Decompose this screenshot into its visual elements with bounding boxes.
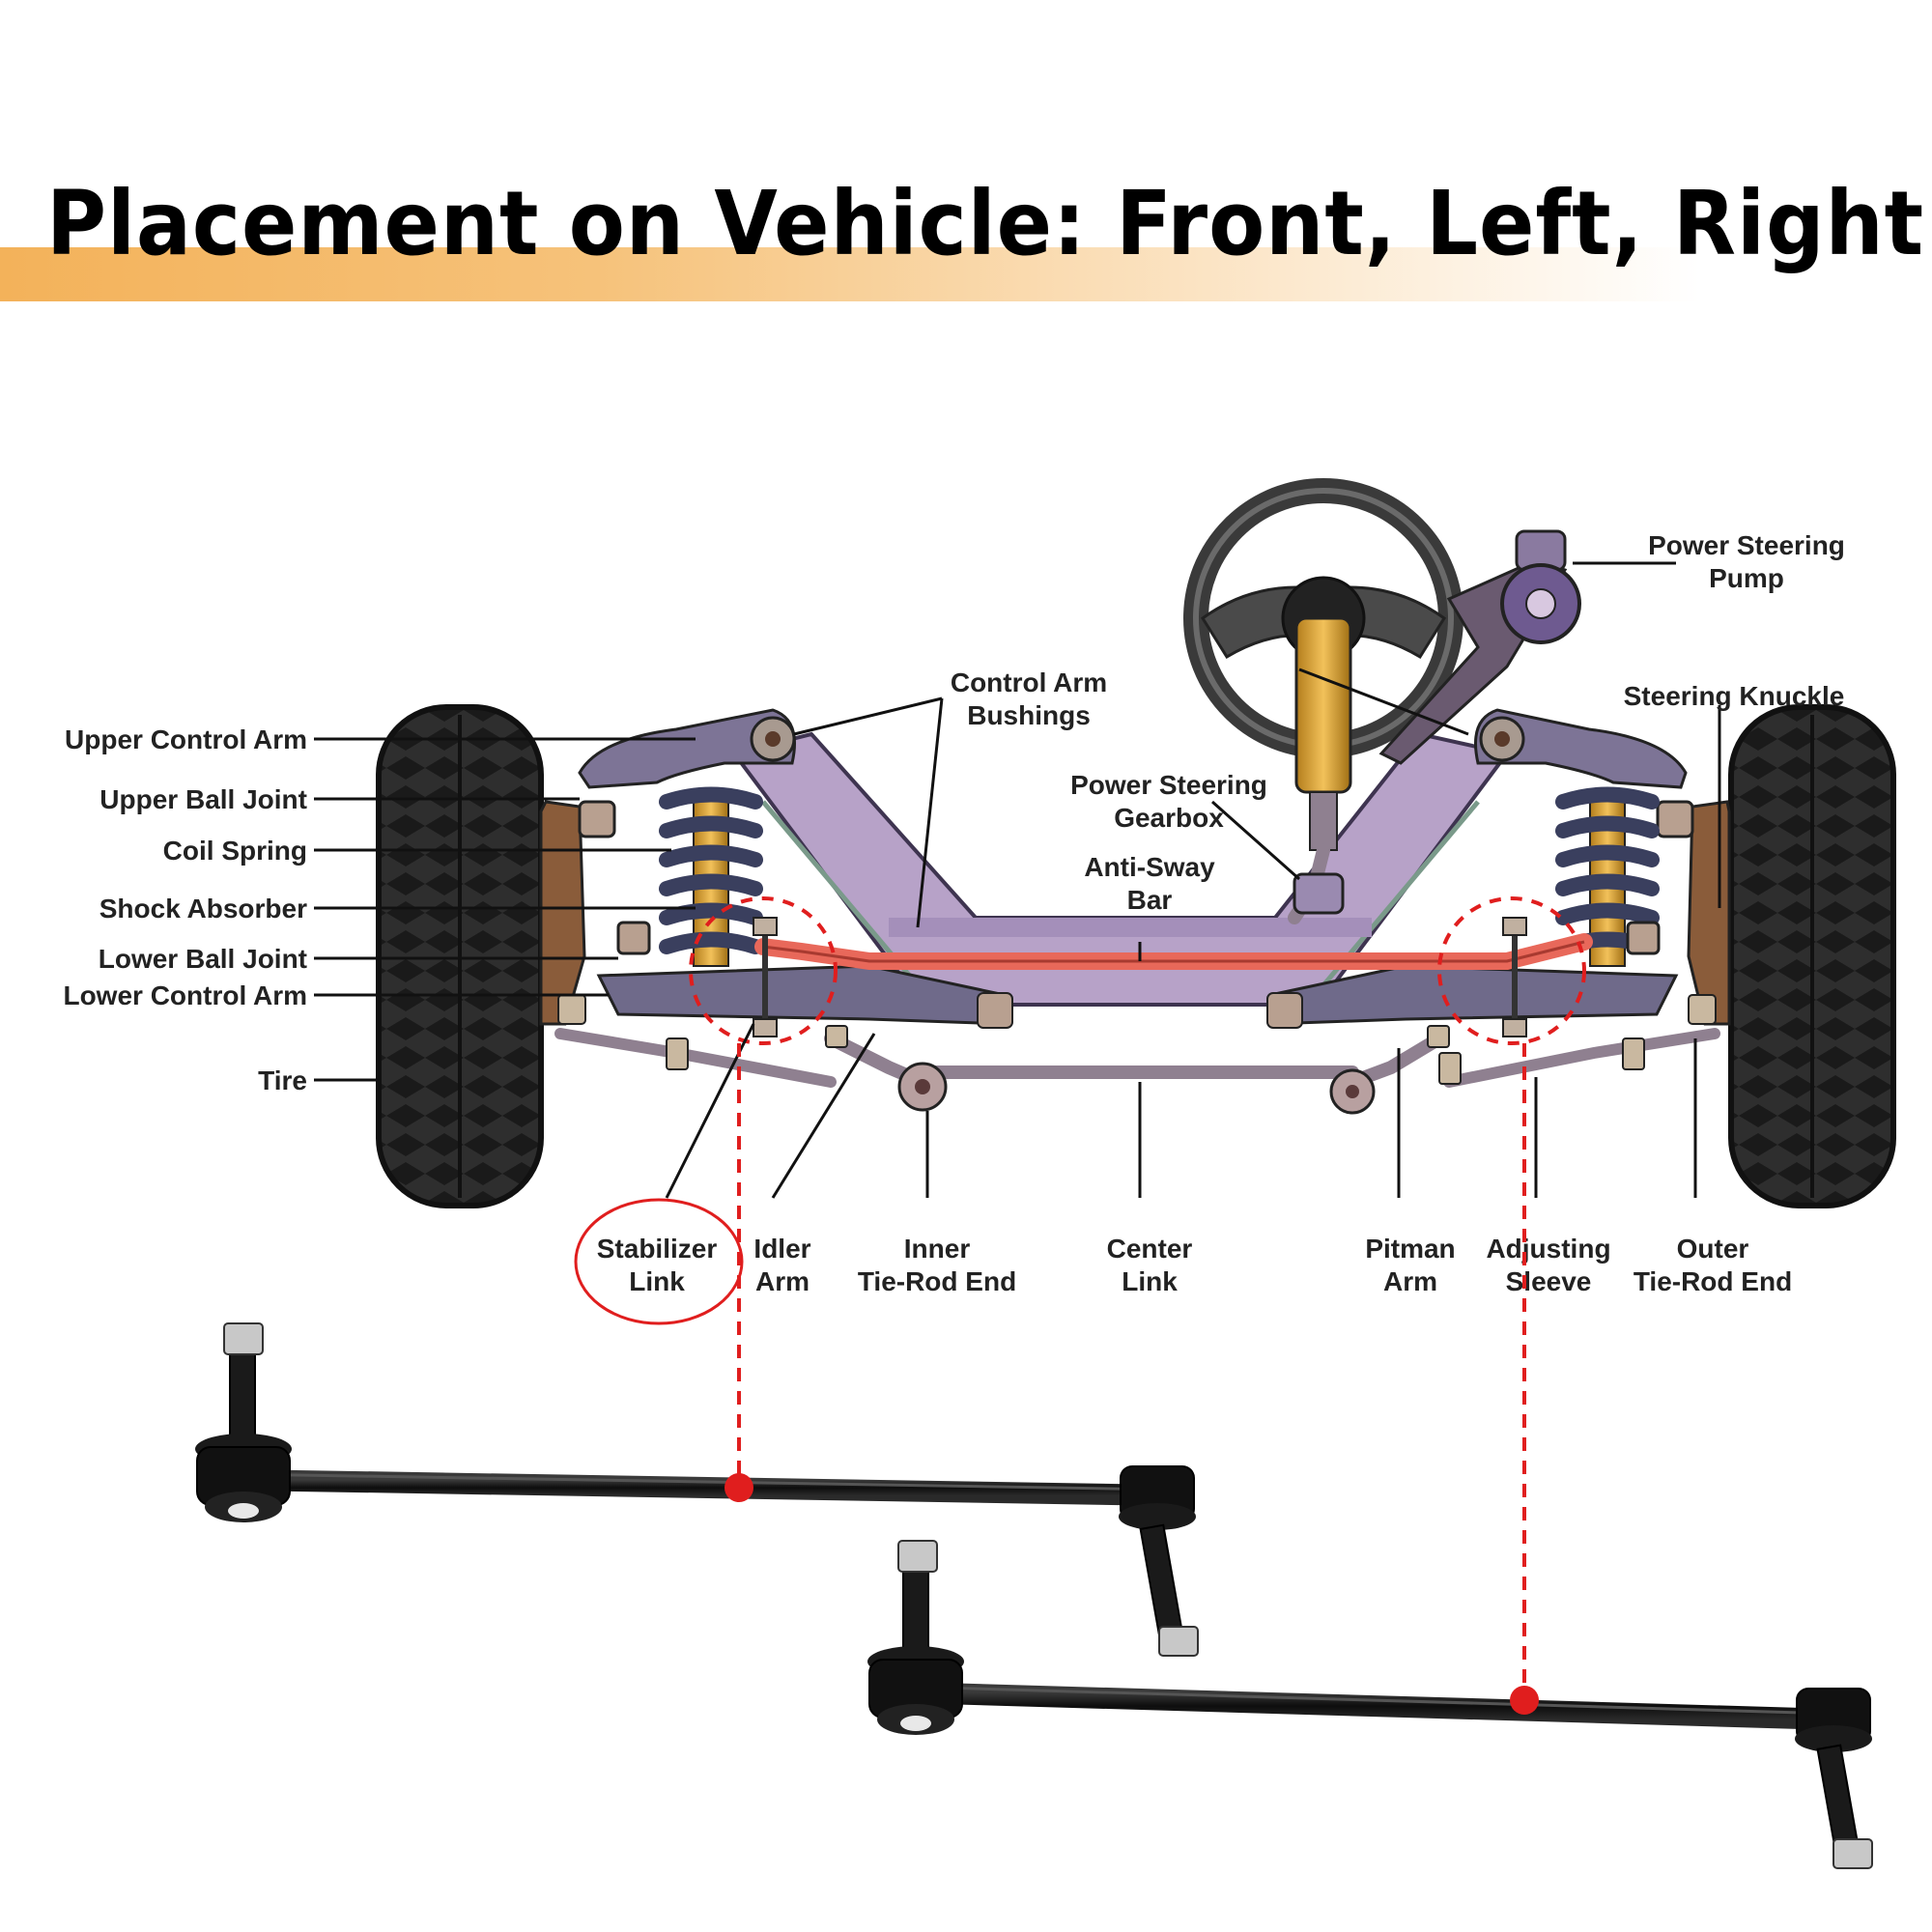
leader-lines <box>314 561 1721 1199</box>
label-upper-ball-joint: Upper Ball Joint <box>99 784 307 814</box>
stabilizer-link-product-1 <box>195 1322 1199 1657</box>
left-stabilizer-link-in-diagram <box>753 917 778 1037</box>
label-idler-arm-1: Idler <box>753 1234 810 1264</box>
left-coil-spring <box>659 786 763 954</box>
left-upper-ball-joint <box>578 800 616 838</box>
link-1-marker <box>724 1473 753 1502</box>
label-adjusting-sleeve-2: Sleeve <box>1506 1266 1592 1296</box>
power-steering-gearbox-part <box>1293 872 1345 915</box>
right-steering-knuckle <box>1687 800 1731 1026</box>
right-stabilizer-link-in-diagram <box>1502 917 1527 1037</box>
right-tire <box>1728 704 1896 1208</box>
left-steering-knuckle <box>539 800 586 1026</box>
label-outer-tie-rod-end-1: Outer <box>1677 1234 1749 1264</box>
label-power-steering-pump-2: Pump <box>1709 563 1784 593</box>
left-outer-tie-rod-end <box>557 994 586 1025</box>
label-shock-absorber: Shock Absorber <box>99 894 307 923</box>
label-lower-ball-joint: Lower Ball Joint <box>99 944 307 974</box>
label-upper-control-arm: Upper Control Arm <box>65 724 307 754</box>
label-outer-tie-rod-end-2: Tie-Rod End <box>1634 1266 1792 1296</box>
label-pitman-arm-2: Arm <box>1383 1266 1437 1296</box>
power-steering-pump-part <box>1378 529 1581 765</box>
right-lower-ball-joint <box>1626 921 1661 955</box>
title-band <box>0 247 1700 301</box>
label-coil-spring: Coil Spring <box>163 836 307 866</box>
label-power-steering-pump-1: Power Steering <box>1648 530 1845 560</box>
label-inner-tie-rod-end-2: Tie-Rod End <box>858 1266 1016 1296</box>
right-outer-tie-rod-end <box>1688 994 1717 1025</box>
left-tire <box>376 704 544 1208</box>
label-pitman-arm-1: Pitman <box>1365 1234 1455 1264</box>
adjusting-sleeve-part <box>1622 1037 1645 1070</box>
label-anti-sway-bar-1: Anti-Sway <box>1084 852 1215 882</box>
label-center-link-1: Center <box>1107 1234 1193 1264</box>
label-control-arm-bushings-1: Control Arm <box>951 668 1107 697</box>
label-anti-sway-bar-2: Bar <box>1127 885 1173 915</box>
label-stabilizer-link-2: Link <box>629 1266 685 1296</box>
steering-column <box>1288 616 1352 924</box>
label-stabilizer-link-1: Stabilizer <box>597 1234 718 1264</box>
right-tie-rod <box>1443 1028 1720 1088</box>
label-adjusting-sleeve-1: Adjusting <box>1486 1234 1610 1264</box>
right-upper-ball-joint <box>1656 800 1694 838</box>
stabilizer-link-label-highlight <box>574 1198 744 1325</box>
right-link-highlight <box>1437 896 1586 1045</box>
label-center-link-2: Link <box>1122 1266 1178 1296</box>
stabilizer-link-product-2 <box>867 1540 1873 1869</box>
left-tie-rod <box>554 1028 837 1088</box>
label-steering-knuckle: Steering Knuckle <box>1624 681 1845 711</box>
label-power-steering-gearbox-1: Power Steering <box>1070 770 1267 800</box>
label-power-steering-gearbox-2: Gearbox <box>1114 803 1224 833</box>
page-title: Placement on Vehicle: Front, Left, Right <box>46 172 1925 275</box>
right-upper-control-arm <box>1474 708 1688 789</box>
link-2-marker <box>1510 1686 1539 1715</box>
right-coil-spring <box>1555 786 1660 954</box>
left-lower-ball-joint <box>616 921 651 955</box>
label-lower-control-arm: Lower Control Arm <box>63 980 307 1010</box>
label-idler-arm-2: Arm <box>755 1266 810 1296</box>
label-control-arm-bushings-2: Bushings <box>967 700 1091 730</box>
label-tire: Tire <box>258 1065 307 1095</box>
left-link-highlight <box>689 896 838 1045</box>
label-inner-tie-rod-end-1: Inner <box>904 1234 971 1264</box>
